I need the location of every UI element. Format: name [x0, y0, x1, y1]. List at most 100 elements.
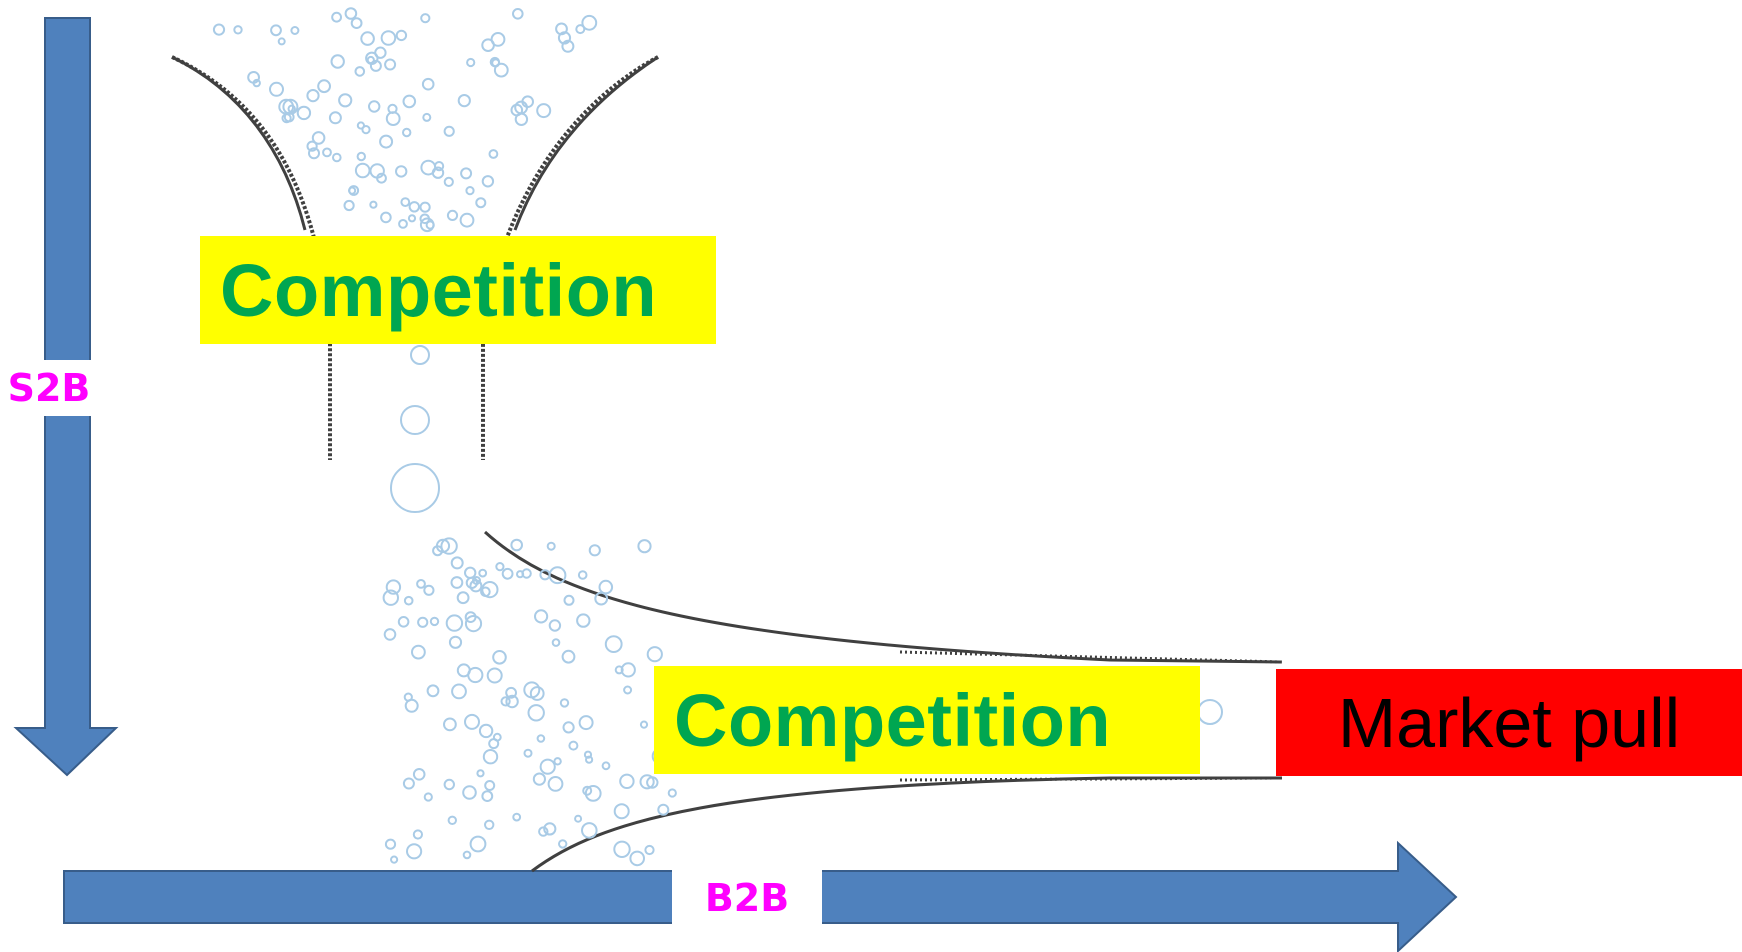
bubble: [348, 185, 360, 196]
bubble: [384, 838, 397, 850]
bubble: [478, 723, 494, 739]
bubble: [488, 738, 500, 750]
bubble: [402, 777, 415, 790]
bubble: [495, 562, 505, 572]
bubble: [582, 785, 593, 796]
bubble: [536, 103, 552, 119]
bottom-funnel-lower-dots: [899, 776, 1283, 782]
bubble: [462, 850, 472, 860]
bubble: [505, 694, 519, 709]
bubble: [475, 197, 487, 209]
bubble: [290, 26, 300, 35]
bubble: [450, 556, 464, 570]
bubble: [553, 757, 562, 766]
bubble: [466, 57, 476, 68]
bubble: [311, 131, 326, 145]
bubble: [548, 619, 562, 632]
bubble: [486, 667, 503, 684]
bubble: [403, 595, 414, 606]
bubble: [581, 14, 598, 31]
bubble: [657, 803, 670, 816]
bubble: [577, 570, 588, 580]
bubble: [462, 785, 477, 800]
bubble: [269, 81, 284, 97]
bubble: [344, 7, 358, 20]
bottom-funnel-lower-wall: [531, 776, 1280, 873]
bubble: [529, 686, 545, 701]
bubble: [403, 692, 413, 702]
bubble: [385, 111, 401, 126]
bubble: [369, 200, 378, 209]
bubble: [629, 850, 646, 867]
bubble: [584, 785, 602, 802]
bubble: [510, 538, 524, 552]
bubble: [420, 159, 437, 176]
bubble: [460, 167, 473, 180]
bubble: [369, 59, 382, 72]
bubble: [481, 790, 494, 802]
bubble: [469, 835, 487, 853]
bubble: [534, 609, 549, 624]
bubble: [500, 696, 511, 707]
bubble: [583, 750, 593, 759]
bubble: [480, 586, 491, 598]
bubble: [390, 855, 399, 864]
bubble: [252, 78, 261, 88]
bubble: [532, 772, 547, 786]
bubble: [588, 544, 601, 557]
bubble: [296, 105, 312, 121]
bubble: [576, 613, 591, 628]
bubble: [331, 11, 343, 23]
bubble: [512, 8, 524, 20]
bubble: [514, 112, 529, 127]
bubble: [423, 584, 435, 596]
bubble: [400, 405, 430, 435]
bubble: [559, 698, 570, 708]
bubble: [383, 628, 397, 641]
bubble: [464, 615, 483, 633]
bubble: [558, 839, 568, 849]
bubble: [489, 56, 501, 68]
bubble: [387, 103, 398, 115]
bubble: [604, 635, 623, 653]
bottom-funnel-upper-dots: [899, 650, 1283, 664]
bubble: [379, 134, 394, 149]
bubble: [516, 570, 525, 579]
bubble: [575, 24, 586, 35]
bubble: [551, 638, 561, 647]
bubble: [546, 541, 556, 551]
bubble: [410, 345, 430, 365]
bubble: [482, 749, 499, 765]
bubble: [402, 94, 417, 109]
bubble: [443, 125, 455, 137]
bubble: [543, 822, 557, 836]
bubble: [306, 140, 318, 152]
bubble: [422, 112, 432, 122]
bubble: [440, 537, 458, 555]
bubble: [426, 684, 440, 698]
competition-label-top: Competition: [200, 236, 716, 344]
bubble: [443, 176, 454, 187]
bubble: [270, 24, 282, 37]
bubble: [639, 720, 649, 729]
bubble: [646, 646, 663, 663]
bubble: [548, 566, 567, 585]
bubble: [233, 25, 243, 35]
competition-label-bottom: Competition: [654, 666, 1200, 774]
bubble: [360, 31, 375, 46]
bubble: [380, 30, 397, 46]
s2b-label: S2B: [4, 360, 94, 416]
bubble: [306, 89, 320, 103]
bubble: [406, 843, 423, 860]
bubble: [667, 788, 677, 798]
bubble: [523, 748, 533, 758]
bubble: [322, 147, 332, 158]
bubble: [417, 616, 429, 628]
bubble: [356, 151, 366, 162]
bubble: [644, 844, 655, 856]
bubble: [411, 644, 426, 660]
bubble: [434, 161, 445, 172]
bottom-funnel: [483, 530, 1283, 873]
bubble: [637, 539, 652, 554]
